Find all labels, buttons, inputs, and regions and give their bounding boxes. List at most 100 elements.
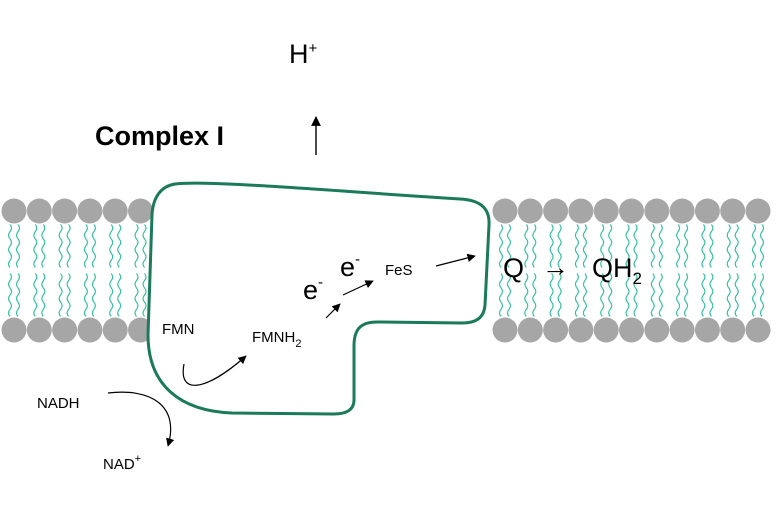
lipid-tail <box>83 273 88 317</box>
lipid-tail <box>574 273 579 317</box>
lipid-head <box>52 198 78 224</box>
lipid-tail <box>709 273 714 317</box>
lipid-head <box>745 198 771 224</box>
lipid-head <box>568 198 594 224</box>
lipid-tail <box>633 273 638 317</box>
lipid-head <box>102 317 128 343</box>
lipid-tail <box>625 273 630 317</box>
lipid-tail <box>41 224 46 268</box>
lipid-tail <box>709 224 714 268</box>
lipid-tail <box>726 224 731 268</box>
lipid-tail <box>524 224 529 268</box>
lipid-tail <box>142 224 147 268</box>
q-to-qh2-arrow: → <box>542 252 569 282</box>
lipid-head <box>26 198 52 224</box>
diagram-title: Complex I <box>95 121 224 151</box>
lipid-head <box>128 198 153 224</box>
lipid-tail <box>109 273 114 317</box>
qh2-label: QH2 <box>592 253 642 288</box>
nadh-label: NADH <box>37 395 80 412</box>
lipid-tail <box>41 273 46 317</box>
lipid-tail <box>582 224 587 268</box>
lipid-head <box>1 198 27 224</box>
electron-label-1: e- <box>303 274 323 305</box>
lipid-head <box>77 198 103 224</box>
fes-to-q-arrow <box>435 253 476 267</box>
lipid-tail <box>498 224 504 268</box>
lipid-tail <box>557 273 562 317</box>
lipid-heads <box>1 198 771 343</box>
fmn-label: FMN <box>162 321 195 338</box>
lipid-tail <box>134 273 139 317</box>
lipid-tail <box>33 273 38 317</box>
fes-label: FeS <box>385 262 413 279</box>
lipid-tail <box>734 224 739 268</box>
lipid-head <box>102 198 128 224</box>
lipid-tail <box>142 273 147 317</box>
lipid-tail <box>532 273 537 317</box>
lipid-tail <box>91 273 96 317</box>
lipid-head <box>694 317 720 343</box>
lipid-tail <box>574 224 579 268</box>
lipid-head <box>517 317 543 343</box>
fmnh2-label: FMNH2 <box>252 329 301 350</box>
lipid-tail <box>117 224 122 268</box>
nad-label: NAD+ <box>103 453 141 473</box>
nadh-to-nad-arrow <box>107 391 175 447</box>
lipid-tail <box>625 224 630 268</box>
lipid-tail <box>759 273 765 317</box>
lipid-tail <box>684 224 689 268</box>
lipid-head <box>644 198 670 224</box>
lipid-head <box>694 198 720 224</box>
electron-label-2: e- <box>340 251 360 282</box>
lipid-tail <box>58 224 63 268</box>
lipid-tail <box>33 224 38 268</box>
lipid-tail <box>608 273 613 317</box>
lipid-head <box>52 317 78 343</box>
lipid-tail <box>582 273 587 317</box>
lipid-head <box>543 198 569 224</box>
lipid-tail <box>66 224 71 268</box>
lipid-tail <box>557 224 562 268</box>
lipid-head <box>669 198 695 224</box>
lipid-tail <box>600 273 605 317</box>
lipid-tail <box>532 224 537 268</box>
lipid-tail <box>506 224 512 268</box>
lipid-tail <box>676 273 681 317</box>
lipid-tail <box>549 224 554 268</box>
lipid-tail <box>600 224 605 268</box>
lipid-tail <box>650 273 655 317</box>
lipid-head <box>669 317 695 343</box>
lipid-tail <box>751 273 757 317</box>
lipid-tail <box>608 224 613 268</box>
lipid-tail <box>684 273 689 317</box>
lipid-head <box>492 198 518 224</box>
lipid-head <box>619 198 644 224</box>
e-to-e-arrow <box>342 280 374 296</box>
lipid-tail <box>701 273 706 317</box>
proton-label: H+ <box>289 39 318 69</box>
q-label: Q <box>503 253 524 283</box>
lipid-tail <box>759 224 765 268</box>
lipid-head <box>644 317 670 343</box>
lipid-tail <box>549 273 554 317</box>
lipid-head <box>568 317 594 343</box>
lipid-head <box>77 317 103 343</box>
lipid-tail <box>734 273 739 317</box>
lipid-head <box>593 317 619 343</box>
lipid-tail <box>701 224 706 268</box>
lipid-head <box>745 317 771 343</box>
lipid-tail <box>633 224 638 268</box>
lipid-tails <box>7 224 765 317</box>
lipid-tail <box>109 224 114 268</box>
lipid-tail <box>498 273 504 317</box>
lipid-tail <box>134 224 139 268</box>
lipid-head <box>543 317 569 343</box>
lipid-head <box>492 317 518 343</box>
lipid-tail <box>117 273 122 317</box>
lipid-tail <box>83 224 88 268</box>
lipid-head <box>619 317 644 343</box>
lipid-tail <box>7 224 13 268</box>
lipid-tail <box>650 224 655 268</box>
